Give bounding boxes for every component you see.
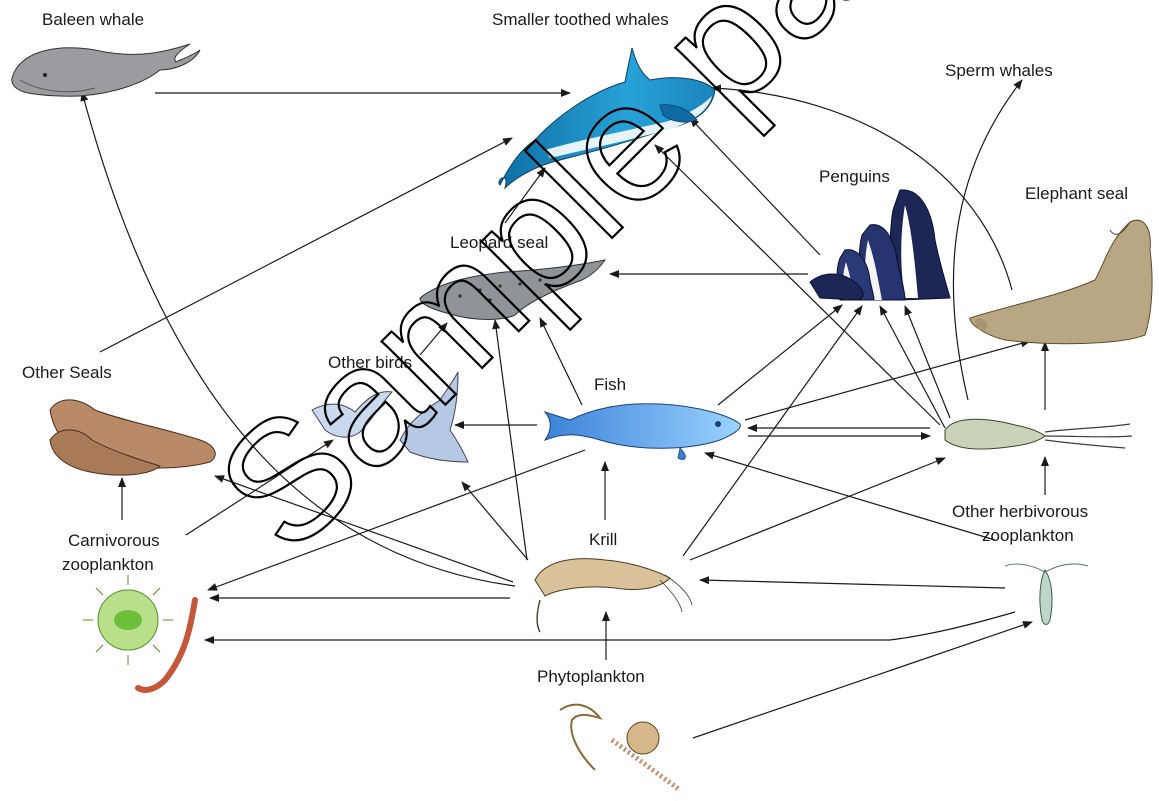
label-fish: Fish — [594, 375, 626, 394]
penguins-illustration — [810, 190, 950, 300]
elephant-seal-illustration — [970, 220, 1152, 343]
arrow-squid-to-sperm — [953, 80, 1022, 400]
arrow-herbzoo-to-krill — [700, 580, 1005, 588]
baleen-whale-illustration — [12, 44, 200, 96]
phytoplankton-illustration — [560, 705, 680, 790]
label-penguins: Penguins — [819, 167, 890, 186]
arrow-herbzoo-to-worm — [205, 612, 1015, 640]
label-krill: Krill — [589, 530, 617, 549]
arrow-fish-to-elephant — [745, 341, 1030, 420]
label-elephant-seal: Elephant seal — [1025, 184, 1128, 203]
label-herbivorous-line2: zooplankton — [982, 526, 1074, 545]
label-carnivorous-line1: Carnivorous — [68, 531, 160, 550]
label-other-seals: Other Seals — [22, 363, 112, 382]
arrow-fish-to-penguins — [718, 305, 842, 405]
label-carnivorous-line2: zooplankton — [62, 555, 154, 574]
label-sperm-whales: Sperm whales — [945, 61, 1053, 80]
label-herbivorous-line1: Other herbivorous — [952, 502, 1088, 521]
label-baleen-whale: Baleen whale — [42, 10, 144, 29]
arrow-krill-to-squid — [690, 458, 945, 560]
fish-illustration — [545, 404, 740, 460]
other-seals-illustration — [50, 400, 215, 475]
krill-illustration — [535, 559, 692, 632]
squid-illustration — [945, 419, 1132, 449]
carnivorous-zooplankton-illustration — [83, 575, 195, 690]
label-phytoplankton: Phytoplankton — [537, 667, 645, 686]
herbivorous-zooplankton-illustration — [1005, 564, 1088, 625]
arrow-herbzoo-to-fish — [705, 453, 995, 540]
arrow-squid-to-penguins-2 — [905, 306, 950, 418]
